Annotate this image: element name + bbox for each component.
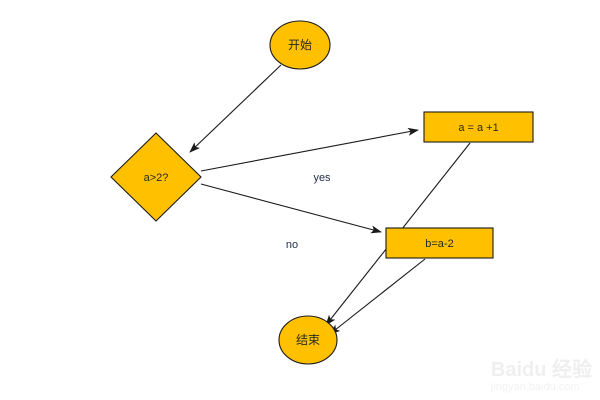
- node-end[interactable]: 结束: [278, 315, 338, 365]
- decision-diamond-shape: [110, 132, 202, 222]
- edge-label-yes: yes: [313, 172, 331, 184]
- edge-decision-to-process-add: [200, 127, 419, 172]
- node-decision[interactable]: a>2?: [110, 132, 202, 222]
- process-sub-rect-shape: [385, 227, 494, 259]
- node-process-sub[interactable]: b=a-2: [385, 227, 494, 259]
- edge-decision-to-process-sub: [200, 183, 382, 234]
- edge-start-to-decision: [189, 64, 282, 153]
- process-add-rect-shape: [423, 111, 534, 143]
- node-start[interactable]: 开始: [269, 20, 331, 70]
- edge-label-no: no: [286, 239, 298, 251]
- start-ellipse-shape: [269, 20, 331, 70]
- end-ellipse-shape: [278, 315, 338, 365]
- node-process-add[interactable]: a = a +1: [423, 111, 534, 143]
- edge-process-sub-to-end: [329, 258, 426, 335]
